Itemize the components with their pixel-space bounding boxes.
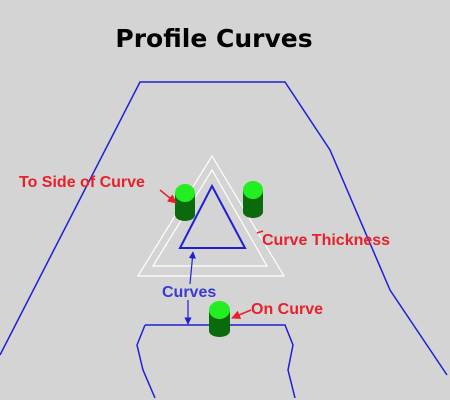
outer-profile-curve: [0, 81, 448, 376]
arrow-on-curve: [231, 309, 252, 320]
label-curves: Curves: [162, 284, 216, 301]
tool-on-curve: [209, 301, 230, 337]
tool-to-side-left: [175, 184, 195, 221]
bottom-profile-curve: [136, 324, 296, 399]
label-to-side-of-curve: To Side of Curve: [19, 174, 145, 191]
inner-triangle-curve: [178, 183, 247, 249]
label-on-curve: On Curve: [251, 301, 323, 318]
label-curve-thickness: Curve Thickness: [262, 232, 390, 249]
thickness-tick: [256, 230, 264, 234]
tool-to-side-right: [243, 181, 263, 218]
page-title: Profile Curves: [115, 24, 312, 53]
arrow-to-side: [159, 189, 177, 204]
arrow-curves-up: [188, 251, 196, 285]
